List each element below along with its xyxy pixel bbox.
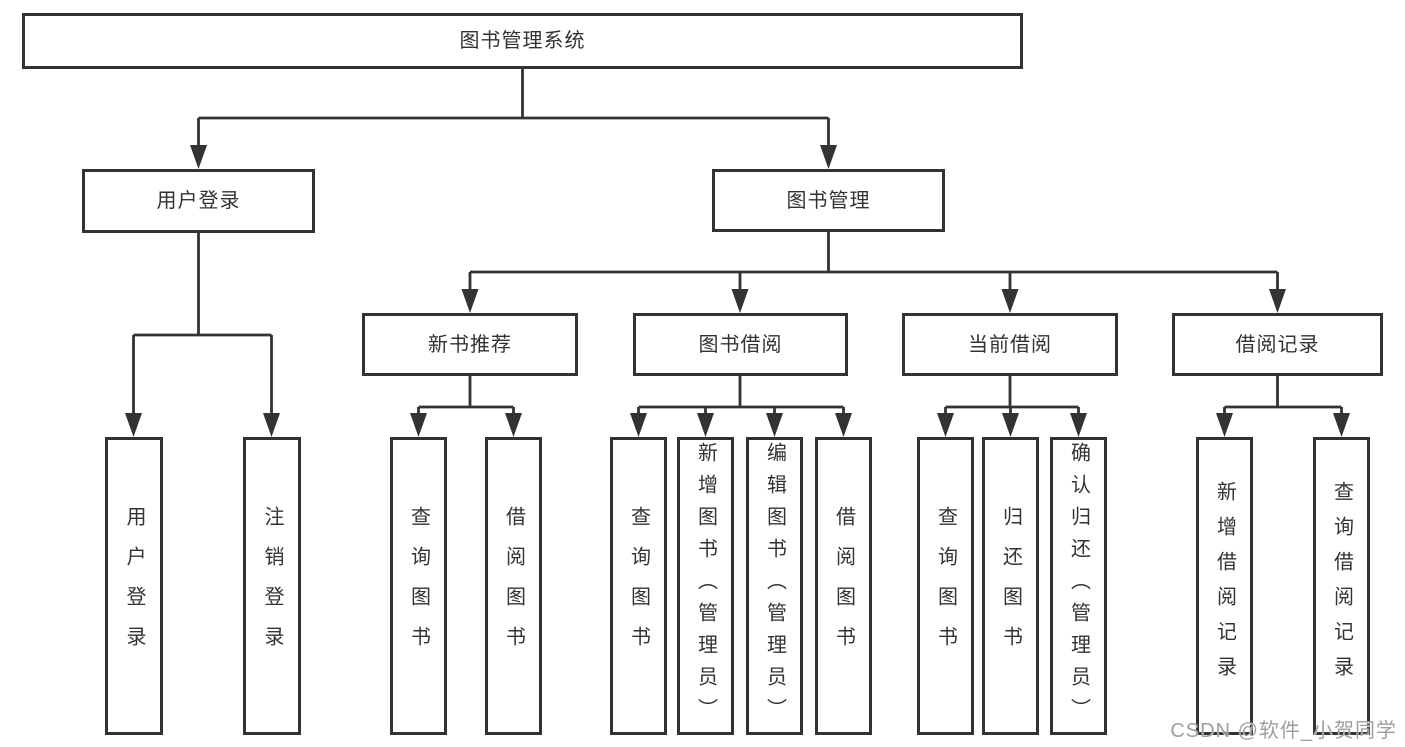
arrow-icon [125,413,142,437]
arrow-icon [263,413,280,437]
watermark: CSDN @软件_小贺同学 [1170,720,1397,742]
leaf-add-books-admin: 新增图书（管理员） [677,437,734,735]
arrow-icon [1001,289,1019,313]
arrow-icon [1269,289,1286,313]
node-label: 编辑图书（管理员） [763,442,786,730]
arrow-icon [820,145,837,169]
connector-userlogin-to-leaves [132,233,273,418]
arrow-icon [505,413,522,437]
node-label: 查询借阅记录 [1330,481,1353,691]
arrow-icon [410,413,427,437]
node-borrowing-records: 借阅记录 [1172,313,1383,376]
arrow-icon [1002,413,1019,437]
node-label: 查询图书 [627,506,650,666]
leaf-edit-books-admin: 编辑图书（管理员） [746,437,803,735]
leaf-user-login: 用户登录 [105,437,163,735]
arrow-icon [937,413,954,437]
arrowheads [125,145,1350,437]
node-user-login: 用户登录 [82,169,315,233]
node-current-borrowing: 当前借阅 [902,313,1118,376]
connector-root-to-level2 [197,69,830,150]
connector-newbook-to-leaves [417,376,515,418]
node-label: 图书借阅 [698,333,783,356]
node-label: 用户登录 [123,506,145,666]
connector-currentborrow-to-leaves [944,376,1080,418]
node-label: 归还图书 [999,506,1022,666]
node-label: 查询图书 [407,506,430,666]
node-label: 借阅图书 [832,506,855,666]
connector-bookmgmt-to-level3 [468,232,1279,294]
arrow-icon [1216,413,1233,437]
node-label: 注销登录 [261,506,283,666]
leaf-query-books: 查询图书 [917,437,974,735]
node-label: 确认归还（管理员） [1067,442,1090,730]
node-new-book-recommend: 新书推荐 [362,313,578,376]
node-label: 新增借阅记录 [1213,481,1236,691]
leaf-borrow-books: 借阅图书 [815,437,872,735]
connector-bookborrow-to-leaves [637,376,845,418]
leaf-return-books: 归还图书 [982,437,1039,735]
node-book-borrowing: 图书借阅 [633,313,848,376]
leaf-borrow-books: 借阅图书 [485,437,542,735]
arrow-icon [461,289,479,313]
node-label: 新增图书（管理员） [694,442,717,730]
leaf-confirm-return-admin: 确认归还（管理员） [1050,437,1107,735]
arrow-icon [731,289,749,313]
node-label: 借阅记录 [1235,333,1320,356]
connector-records-to-leaves [1223,376,1343,418]
leaf-query-books: 查询图书 [610,437,667,735]
node-label: 新书推荐 [428,333,512,356]
node-book-management: 图书管理 [712,169,945,232]
leaf-logout: 注销登录 [243,437,301,735]
arrow-icon [630,413,647,437]
arrow-icon [1333,413,1350,437]
node-label: 图书管理系统 [459,30,586,52]
leaf-query-books: 查询图书 [390,437,447,735]
arrow-icon [766,413,783,437]
node-label: 借阅图书 [502,506,525,666]
node-library-system: 图书管理系统 [22,13,1023,69]
leaf-query-borrow-record: 查询借阅记录 [1313,437,1370,735]
arrow-icon [190,145,207,169]
arrow-icon [1070,413,1087,437]
node-label: 用户登录 [156,190,241,212]
arrow-icon [697,413,714,437]
leaf-add-borrow-record: 新增借阅记录 [1196,437,1253,735]
arrow-icon [835,413,852,437]
node-label: 当前借阅 [968,333,1052,356]
node-label: 图书管理 [786,189,871,212]
node-label: 查询图书 [934,506,957,666]
